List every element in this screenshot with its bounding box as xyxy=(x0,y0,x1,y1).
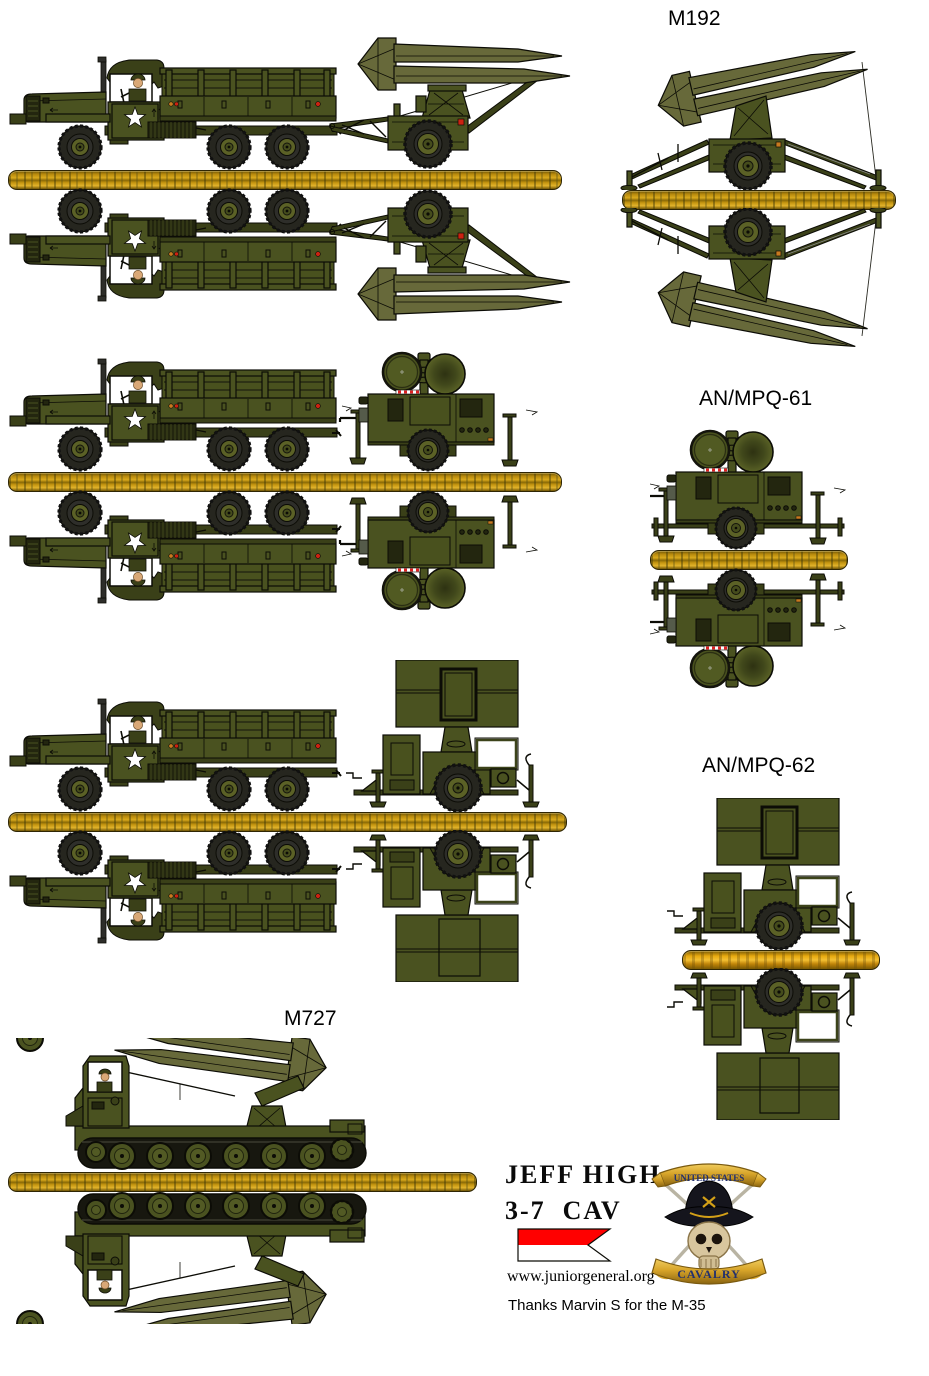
truck-mpq62-top-illustration xyxy=(8,660,590,812)
strip-mpq62-deployed xyxy=(667,798,880,1120)
m727-top-illustration xyxy=(8,1038,488,1172)
logo-bottom-banner-text: CAVALRY xyxy=(677,1267,740,1281)
cavalry-guidon-flag xyxy=(517,1228,612,1262)
m192-deployed-top-illustration xyxy=(618,40,908,190)
truck-mpq61-top-illustration xyxy=(8,350,590,472)
m192-deployed-mirror-illustration xyxy=(618,208,908,358)
label-anmpq62: AN/MPQ-62 xyxy=(702,754,816,777)
label-m727: M727 xyxy=(284,1007,337,1030)
truck-mpq62-mirror-illustration xyxy=(8,830,590,982)
fold-bar xyxy=(650,550,848,570)
fold-bar xyxy=(682,950,880,970)
strip-mpq61-deployed xyxy=(650,428,850,690)
credit-unit: 3-7 CAV xyxy=(505,1196,622,1225)
truck-m192-top-illustration xyxy=(8,30,590,170)
logo-top-banner-text: UNITED STATES xyxy=(674,1173,744,1183)
mpq62-deployed-mirror-illustration xyxy=(667,968,877,1120)
label-anmpq61: AN/MPQ-61 xyxy=(699,387,813,410)
mpq61-deployed-mirror-illustration xyxy=(650,568,850,690)
strip-truck-mpq62 xyxy=(8,660,590,982)
fold-bar xyxy=(8,812,567,832)
mpq62-deployed-top-illustration xyxy=(667,798,877,950)
m727-mirror-illustration xyxy=(8,1190,488,1324)
credit-website: www.juniorgeneral.org xyxy=(507,1268,655,1285)
strip-truck-mpq61 xyxy=(8,350,590,612)
label-m192: M192 xyxy=(668,7,721,30)
fold-bar xyxy=(8,1172,477,1192)
truck-mpq61-mirror-illustration xyxy=(8,490,590,612)
credit-thanks: Thanks Marvin S for the M-35 xyxy=(508,1297,706,1314)
strip-m727 xyxy=(8,1038,488,1324)
us-cavalry-skull-logo: UNITED STATES CAVALRY xyxy=(651,1163,767,1285)
strip-m192-deployed xyxy=(618,40,908,358)
credit-author: JEFF HIGH xyxy=(505,1160,662,1189)
fold-bar xyxy=(622,190,896,210)
fold-bar xyxy=(8,170,562,190)
truck-m192-mirror-illustration xyxy=(8,188,590,328)
mpq61-deployed-top-illustration xyxy=(650,428,850,550)
strip-truck-m192 xyxy=(8,30,590,328)
fold-bar xyxy=(8,472,562,492)
